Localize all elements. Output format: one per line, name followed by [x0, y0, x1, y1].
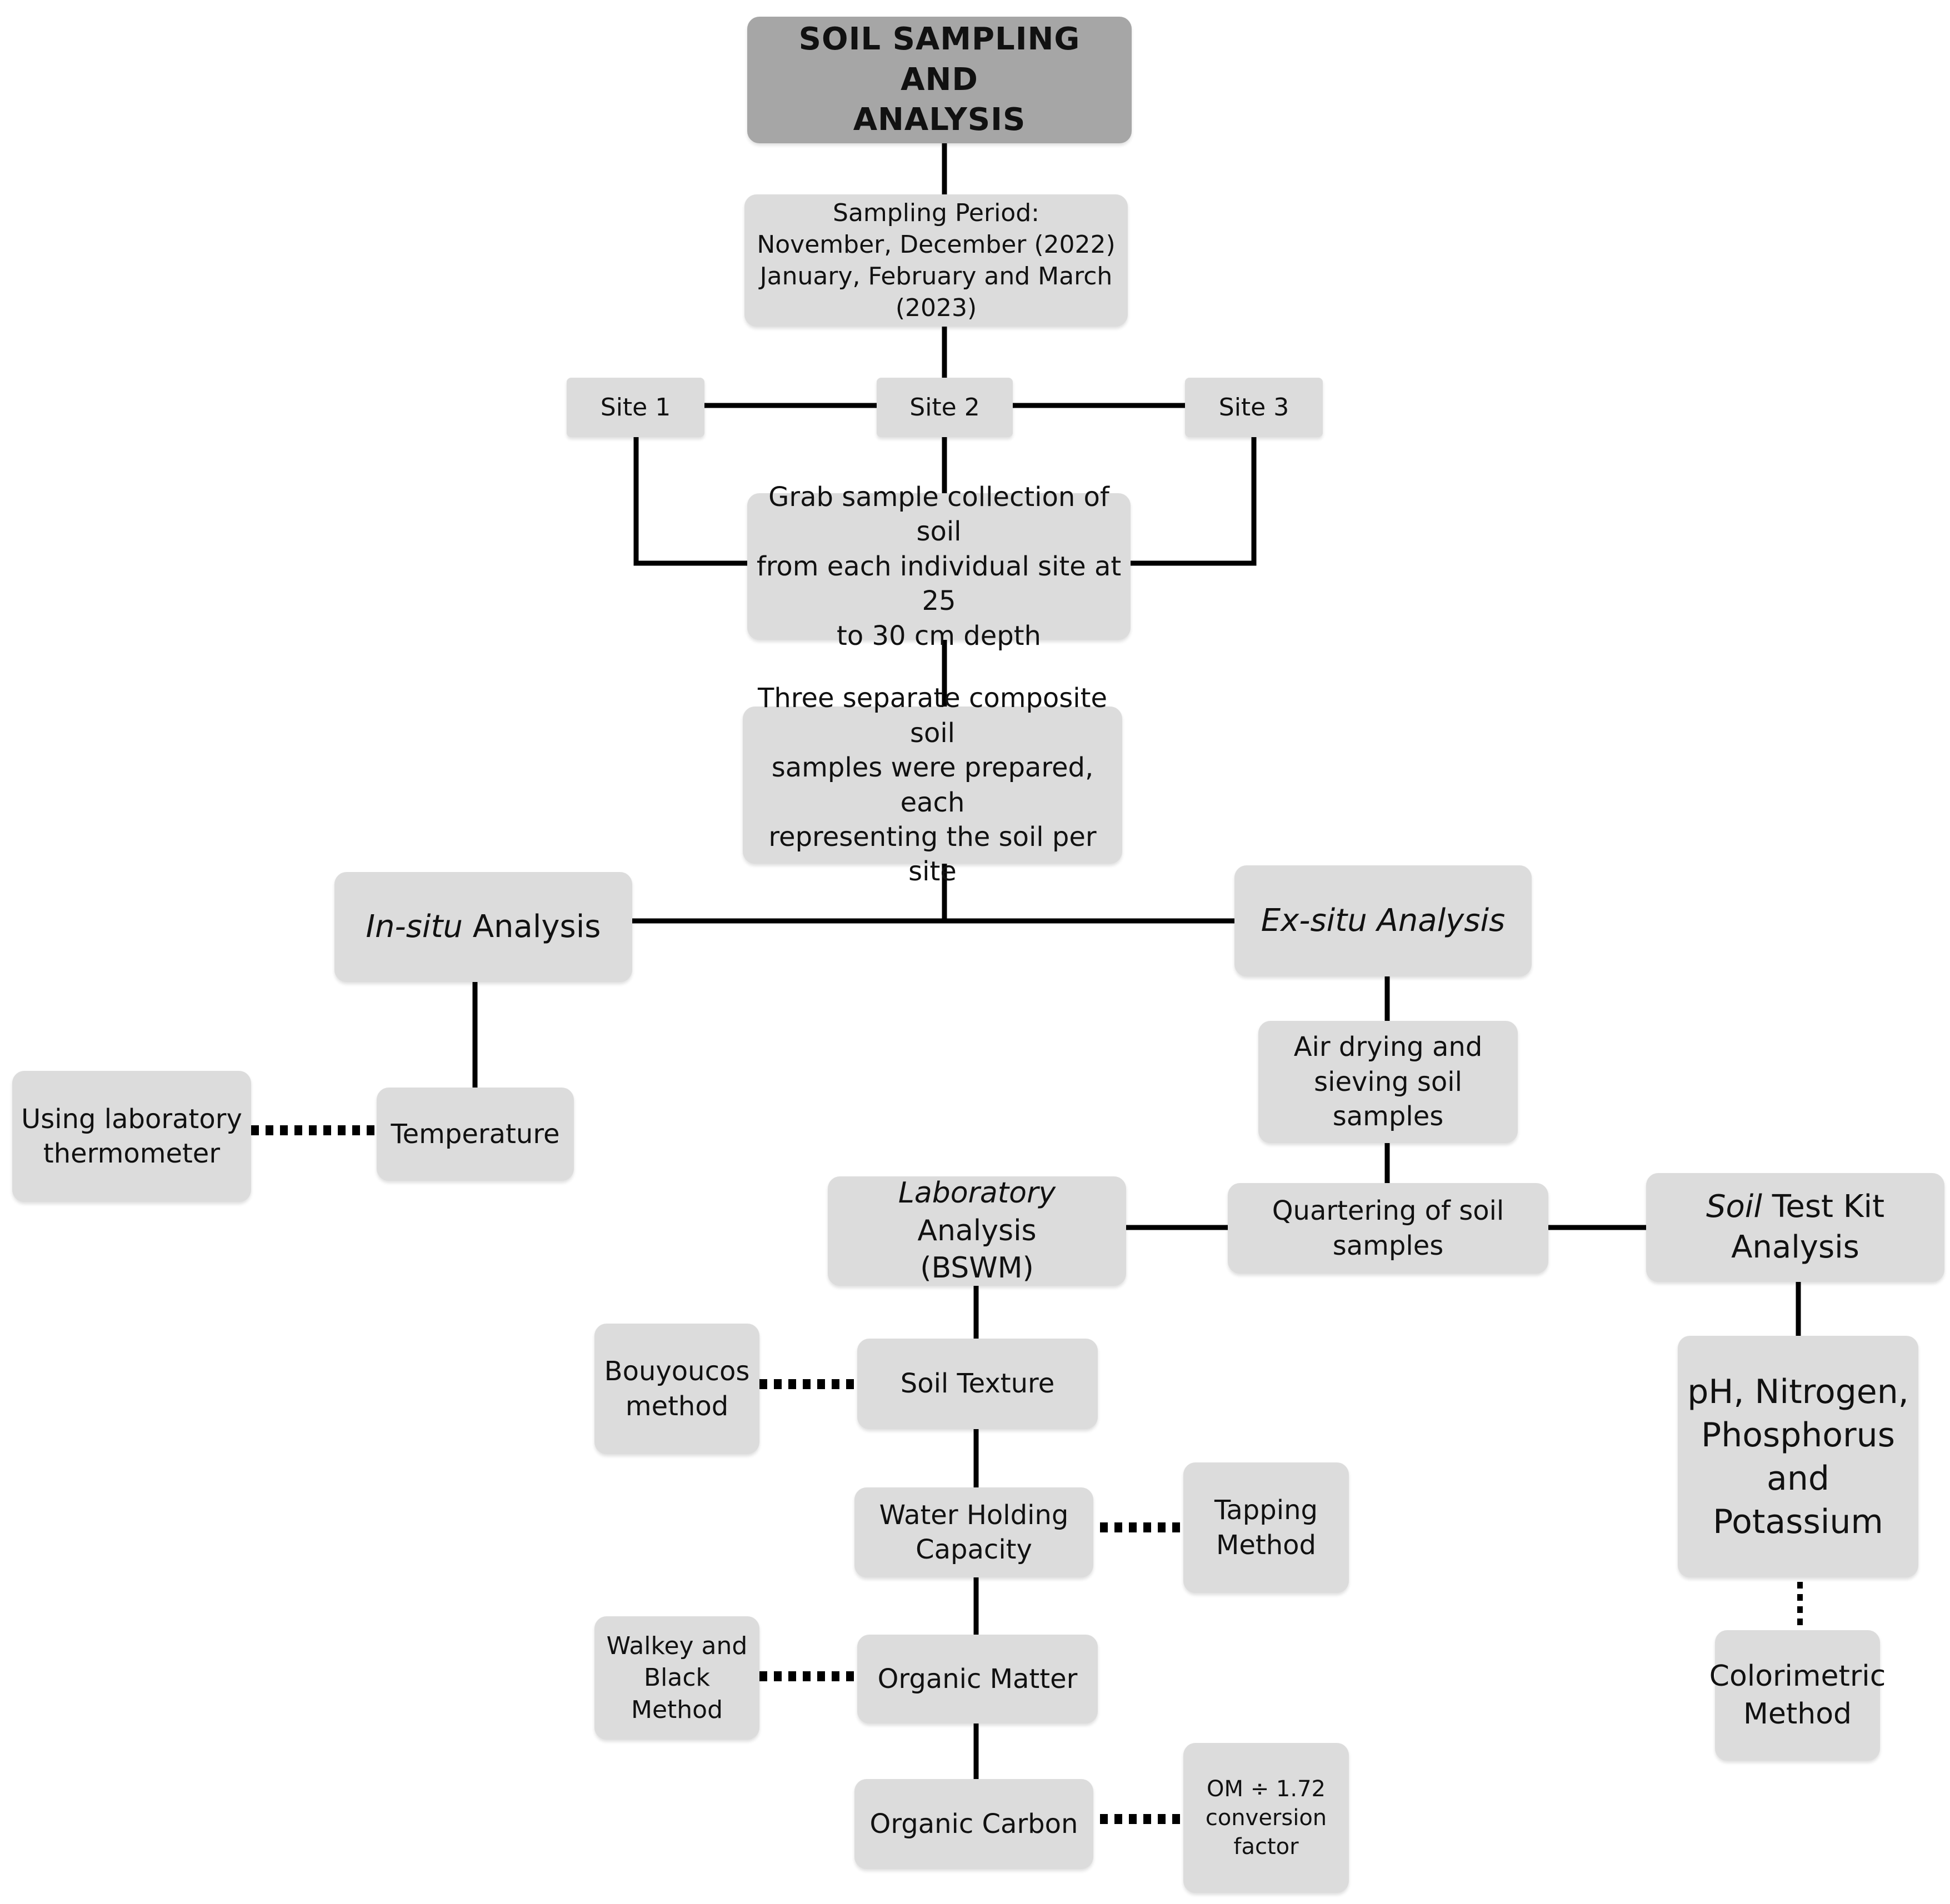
node-ex-situ-analysis-text: Ex-situ Analysis [1261, 902, 1506, 939]
node-water-holding-text: Water Holding Capacity [879, 1499, 1069, 1565]
node-tapping-text: Tapping Method [1214, 1495, 1318, 1561]
node-site-3-text: Site 3 [1218, 393, 1289, 422]
node-tapping: Tapping Method [1183, 1462, 1349, 1593]
node-in-situ-analysis-text: In-situ Analysis [366, 907, 601, 948]
in-situ-rest: Analysis [462, 908, 601, 945]
node-soil-sampling-title-text: SOIL SAMPLING AND ANALYSIS [798, 21, 1081, 138]
node-soil-texture: Soil Texture [857, 1339, 1098, 1429]
node-organic-carbon-text: Organic Carbon [869, 1808, 1078, 1840]
soil-test-kit-italic: Soil [1706, 1189, 1762, 1225]
laboratory-rest: Analysis [917, 1214, 1037, 1247]
node-colorimetric-text: Colorimetric Method [1709, 1659, 1886, 1731]
node-site-2-text: Site 2 [909, 393, 980, 422]
soil-test-kit-rest: Test Kit [1762, 1189, 1885, 1225]
node-temperature-text: Temperature [391, 1118, 560, 1150]
node-temperature: Temperature [377, 1088, 574, 1181]
node-quartering: Quartering of soil samples [1228, 1183, 1548, 1274]
node-water-holding: Water Holding Capacity [854, 1487, 1093, 1577]
node-in-situ-analysis: In-situ Analysis [334, 872, 632, 982]
node-om-conversion-factor: OM ÷ 1.72 conversion factor [1183, 1743, 1349, 1893]
connector-site3-grab [1131, 437, 1257, 566]
node-laboratory-analysis: Laboratory Analysis (BSWM) [828, 1176, 1126, 1286]
node-colorimetric: Colorimetric Method [1709, 1630, 1886, 1761]
node-quartering-text: Quartering of soil samples [1272, 1195, 1504, 1261]
node-thermometer: Using laboratory thermometer [12, 1071, 251, 1202]
node-organic-matter: Organic Matter [857, 1635, 1098, 1723]
node-ph-npk-text: pH, Nitrogen, Phosphorus and Potassium [1687, 1372, 1909, 1541]
node-site-1: Site 1 [567, 378, 704, 437]
node-walkey-black-text: Walkey and Black Method [606, 1632, 748, 1724]
node-grab-sample-text: Grab sample collection of soil from each… [756, 482, 1122, 652]
node-ex-situ-analysis: Ex-situ Analysis [1234, 865, 1532, 976]
node-site-2: Site 2 [877, 378, 1013, 437]
in-situ-italic: In-situ [366, 908, 463, 945]
soil-test-kit-line2: Analysis [1731, 1229, 1859, 1265]
node-walkey-black: Walkey and Black Method [594, 1616, 759, 1740]
node-sampling-period: Sampling Period: November, December (202… [744, 194, 1128, 327]
node-thermometer-text: Using laboratory thermometer [21, 1103, 242, 1169]
node-bouyoucos-text: Bouyoucos method [604, 1356, 750, 1422]
node-om-conversion-factor-text: OM ÷ 1.72 conversion factor [1205, 1776, 1327, 1860]
node-air-drying: Air drying and sieving soil samples [1258, 1021, 1518, 1143]
node-organic-matter-text: Organic Matter [877, 1663, 1078, 1695]
node-grab-sample: Grab sample collection of soil from each… [747, 482, 1131, 652]
connector-site1-grab [633, 437, 747, 566]
laboratory-line2: (BSWM) [920, 1251, 1034, 1285]
node-site-1-text: Site 1 [600, 393, 671, 422]
node-soil-texture-text: Soil Texture [900, 1368, 1055, 1400]
node-composite-samples: Three separate composite soil samples we… [743, 683, 1122, 887]
node-sampling-period-text: Sampling Period: November, December (202… [757, 198, 1116, 323]
node-ph-npk: pH, Nitrogen, Phosphorus and Potassium [1678, 1336, 1918, 1577]
node-composite-samples-text: Three separate composite soil samples we… [758, 683, 1107, 888]
node-laboratory-analysis-text: Laboratory Analysis (BSWM) [837, 1175, 1117, 1287]
laboratory-italic: Laboratory [898, 1176, 1056, 1210]
node-air-drying-text: Air drying and sieving soil samples [1293, 1031, 1483, 1133]
node-site-3: Site 3 [1185, 378, 1323, 437]
node-bouyoucos: Bouyoucos method [594, 1324, 759, 1454]
node-organic-carbon: Organic Carbon [854, 1779, 1093, 1869]
node-soil-sampling-title: SOIL SAMPLING AND ANALYSIS [747, 17, 1132, 143]
